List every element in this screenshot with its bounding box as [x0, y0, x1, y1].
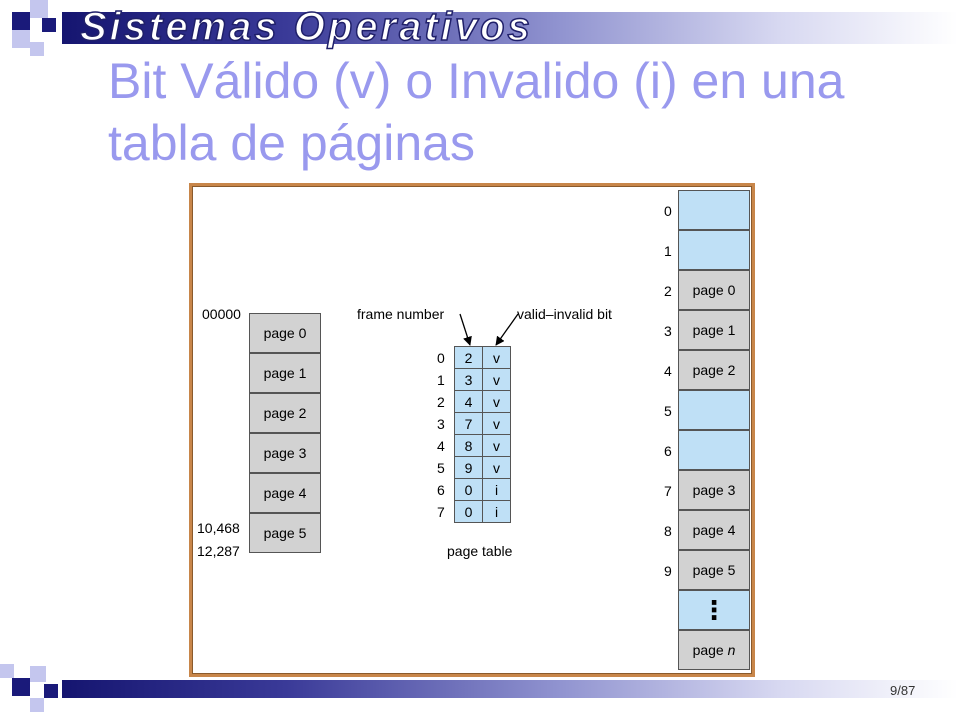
- decor-square: [30, 698, 44, 712]
- page-table-caption: page table: [447, 543, 513, 559]
- frame-index: 2: [664, 283, 672, 299]
- frame-index: 4: [664, 363, 672, 379]
- decor-square: [12, 12, 30, 30]
- decor-square: [42, 18, 56, 32]
- last-frame-suffix: n: [727, 642, 736, 658]
- frame-index: 3: [664, 323, 672, 339]
- page-table-frame: 0: [454, 478, 483, 501]
- page-table-bit: i: [482, 478, 511, 501]
- frame-index: 6: [664, 443, 672, 459]
- page-table-index: 7: [437, 504, 445, 520]
- page-table-bit: v: [482, 368, 511, 391]
- logical-page-5: page 5: [249, 513, 321, 553]
- physical-frame: [678, 430, 750, 470]
- page-table-bit: v: [482, 390, 511, 413]
- slide-number: 9/87: [890, 683, 916, 698]
- logical-page-3: page 3: [249, 433, 321, 473]
- physical-frame: page 0: [678, 270, 750, 310]
- frame-index: 1: [664, 243, 672, 259]
- page-table-frame: 8: [454, 434, 483, 457]
- physical-frame: [678, 230, 750, 270]
- header-title: Sistemas Operativos: [79, 4, 533, 50]
- page-table-frame: 7: [454, 412, 483, 435]
- footer-bar: [62, 680, 958, 698]
- decor-square: [30, 666, 46, 682]
- address-label: 12,287: [197, 543, 240, 559]
- logical-page-1: page 1: [249, 353, 321, 393]
- page-table-bit: v: [482, 412, 511, 435]
- last-frame-prefix: page: [692, 642, 728, 658]
- page-table-index: 2: [437, 394, 445, 410]
- frame-index: 9: [664, 563, 672, 579]
- decor-square: [0, 664, 14, 678]
- decor-square: [30, 42, 44, 56]
- physical-frame: page 5: [678, 550, 750, 590]
- physical-frame: page 2: [678, 350, 750, 390]
- decor-square: [12, 30, 30, 48]
- page-table-index: 4: [437, 438, 445, 454]
- page-table-bit: i: [482, 500, 511, 523]
- logical-page-0: page 0: [249, 313, 321, 353]
- page-table-frame: 0: [454, 500, 483, 523]
- valid-bit-arrow: [495, 313, 519, 346]
- start-address-label: 00000: [202, 306, 241, 322]
- pointer-arrows: [459, 313, 519, 346]
- frame-number-arrow: [459, 313, 472, 346]
- page-table-index: 5: [437, 460, 445, 476]
- paging-diagram: 00000 page 0 page 1 page 2 page 3 page 4…: [189, 183, 755, 677]
- physical-frame: [678, 390, 750, 430]
- page-table-bit: v: [482, 456, 511, 479]
- page-table-frame: 3: [454, 368, 483, 391]
- decor-square: [44, 684, 58, 698]
- frame-index: 8: [664, 523, 672, 539]
- frame-number-label: frame number: [357, 306, 445, 322]
- frame-index: 5: [664, 403, 672, 419]
- page-table-index: 0: [437, 350, 445, 366]
- physical-frame: [678, 190, 750, 230]
- physical-frame: page 1: [678, 310, 750, 350]
- logical-page-2: page 2: [249, 393, 321, 433]
- physical-frame: page 3: [678, 470, 750, 510]
- page-table-index: 3: [437, 416, 445, 432]
- address-label: 10,468: [197, 520, 240, 536]
- valid-invalid-bit-label: valid–invalid bit: [517, 306, 612, 322]
- frame-index: 0: [664, 203, 672, 219]
- decor-square: [12, 678, 30, 696]
- page-table-index: 6: [437, 482, 445, 498]
- page-table-bit: v: [482, 434, 511, 457]
- page-table-index: 1: [437, 372, 445, 388]
- physical-frame: page 4: [678, 510, 750, 550]
- physical-frame-last: page n: [678, 630, 750, 670]
- header-bar: [62, 12, 958, 44]
- decor-square: [30, 0, 48, 18]
- page-table-frame: 9: [454, 456, 483, 479]
- logical-page-4: page 4: [249, 473, 321, 513]
- physical-frame-ellipsis: ⋮: [678, 590, 750, 630]
- slide-title: Bit Válido (v) o Invalido (i) en una tab…: [108, 53, 845, 171]
- frame-index: 7: [664, 483, 672, 499]
- ellipsis-icon: ⋮: [701, 594, 727, 625]
- page-table-frame: 2: [454, 346, 483, 369]
- page-table-frame: 4: [454, 390, 483, 413]
- page-table-bit: v: [482, 346, 511, 369]
